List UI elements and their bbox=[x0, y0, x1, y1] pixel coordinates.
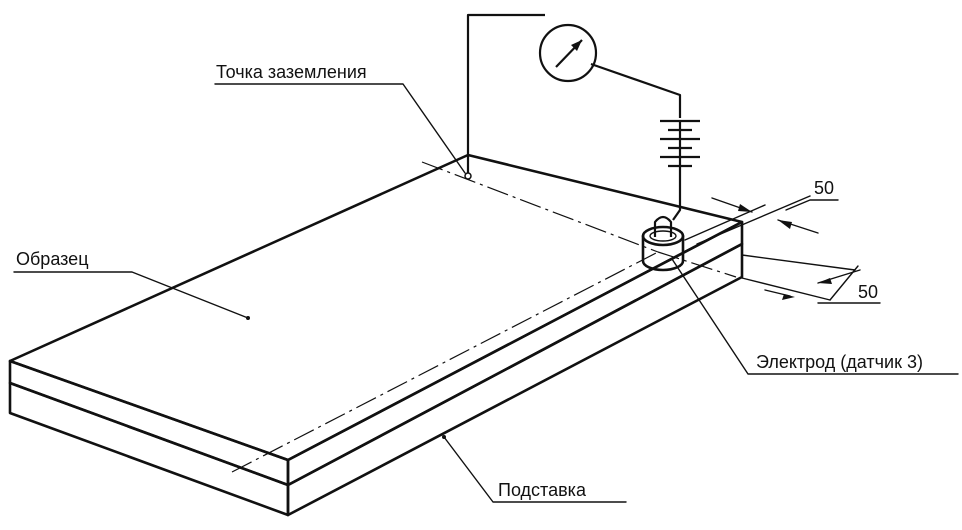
specimen-top-face bbox=[8, 153, 744, 462]
electrode-label: Электрод (датчик 3) bbox=[756, 352, 923, 372]
edge-extension bbox=[657, 251, 737, 278]
dimension-right-label: 50 bbox=[858, 282, 878, 302]
dimension-right bbox=[741, 254, 881, 304]
leaders bbox=[13, 83, 959, 503]
specimen-front-face bbox=[8, 359, 290, 487]
wire-ground bbox=[466, 13, 545, 176]
measurement-line bbox=[231, 251, 659, 473]
meter-icon bbox=[538, 23, 598, 83]
measurement-line-upper bbox=[421, 161, 659, 253]
stand-label: Подставка bbox=[498, 480, 587, 500]
battery-icon bbox=[660, 119, 700, 168]
stand-front-face bbox=[8, 381, 290, 517]
stand bbox=[8, 242, 744, 517]
wire-meter bbox=[590, 62, 682, 118]
dimension-top-label: 50 bbox=[814, 178, 834, 198]
dimension-top bbox=[684, 195, 839, 245]
specimen-label: Образец bbox=[16, 249, 89, 269]
stand-side-face bbox=[286, 242, 744, 517]
ground-point-marker bbox=[464, 172, 472, 180]
circuit bbox=[466, 13, 700, 221]
ground-point-label: Точка заземления bbox=[216, 62, 367, 82]
specimen bbox=[8, 153, 744, 487]
electrode bbox=[641, 215, 685, 272]
wire-electrode bbox=[672, 166, 682, 221]
